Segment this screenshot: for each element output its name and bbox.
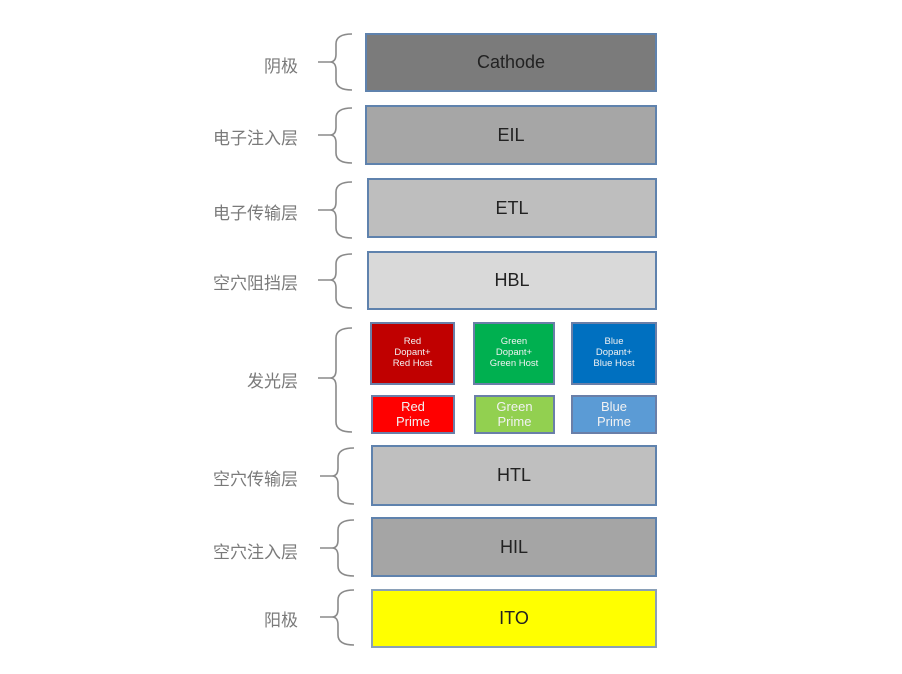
layer-eil: EIL bbox=[365, 105, 657, 165]
layer-cathode: Cathode bbox=[365, 33, 657, 92]
layer-hil: HIL bbox=[371, 517, 657, 577]
label-hbl: 空穴阻挡层 bbox=[213, 274, 298, 294]
label-htl: 空穴传输层 bbox=[213, 470, 298, 490]
label-eil: 电子注入层 bbox=[213, 129, 298, 149]
brace-icon bbox=[318, 253, 353, 309]
brace-icon bbox=[318, 33, 353, 91]
brace-icon bbox=[318, 181, 353, 239]
label-etl: 电子传输层 bbox=[213, 204, 298, 224]
red-prime: Red Prime bbox=[371, 395, 455, 434]
label-anode: 阳极 bbox=[264, 611, 298, 631]
label-cathode: 阴极 bbox=[264, 57, 298, 77]
layer-etl: ETL bbox=[367, 178, 657, 238]
red-dopant-host: Red Dopant+ Red Host bbox=[370, 322, 455, 385]
brace-icon bbox=[318, 327, 353, 433]
brace-icon bbox=[320, 447, 355, 505]
brace-icon bbox=[318, 107, 353, 164]
brace-icon bbox=[320, 589, 355, 646]
green-dopant-host: Green Dopant+ Green Host bbox=[473, 322, 555, 385]
green-prime: Green Prime bbox=[474, 395, 555, 434]
brace-icon bbox=[320, 519, 355, 577]
layer-ito: ITO bbox=[371, 589, 657, 648]
blue-dopant-host: Blue Dopant+ Blue Host bbox=[571, 322, 657, 385]
label-hil: 空穴注入层 bbox=[213, 543, 298, 563]
layer-htl: HTL bbox=[371, 445, 657, 506]
layer-hbl: HBL bbox=[367, 251, 657, 310]
label-eml: 发光层 bbox=[247, 372, 298, 392]
blue-prime: Blue Prime bbox=[571, 395, 657, 434]
